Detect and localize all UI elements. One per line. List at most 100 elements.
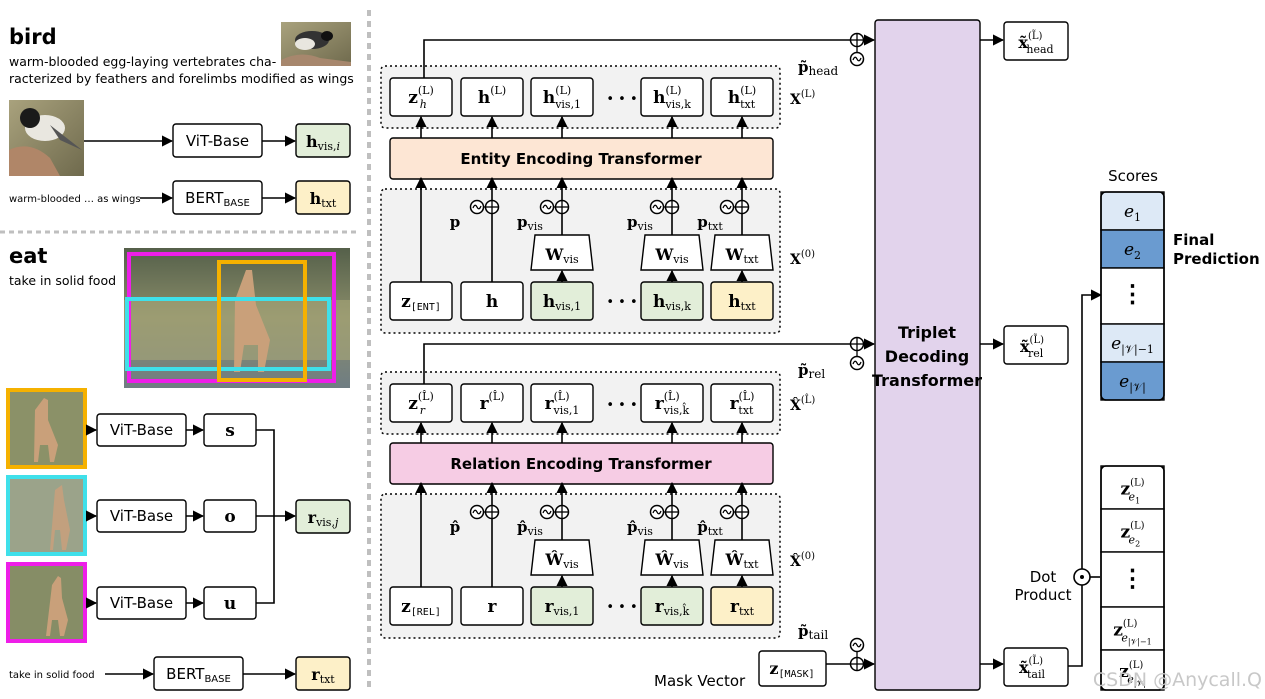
x-head-label: x̃(L̃)head [1018, 30, 1053, 56]
rel-pos-add-3: p̂txt [697, 504, 750, 538]
eat-word: eat [9, 244, 47, 268]
rel-z-token: z[REL] [389, 586, 453, 626]
bert-base-eat-label: BERTBASE [166, 665, 231, 685]
svg-text:rtxt: rtxt [730, 597, 755, 618]
rel-base-token: r [460, 586, 524, 626]
h-txt-L-token: h(L)txt [710, 77, 774, 117]
svg-text:Ŵvis: Ŵvis [654, 549, 689, 571]
bird-word: bird [9, 25, 57, 49]
z-mask-box [758, 650, 827, 687]
h-vis-k-L-token: h(L)vis,k [640, 77, 704, 117]
head-pos-adder: p̃head [798, 32, 865, 78]
giraffe-scene-image [124, 248, 350, 388]
vit-base-s-label: ViT-Base [110, 421, 173, 439]
score-cell-0: e1 [1100, 191, 1165, 231]
ent-base-token: h [460, 281, 524, 321]
rel-in-ellipsis: • • • [606, 600, 637, 615]
svg-text:r(L̂)vis,1: r(L̂)vis,1 [545, 390, 580, 417]
svg-text:hvis,k: hvis,k [653, 292, 691, 313]
svg-text:p̂: p̂ [450, 518, 461, 536]
r-txt-L-token: r(L̂)txt [710, 383, 774, 423]
h-vis-i-box [295, 123, 351, 158]
bird-thumbnail-small [281, 22, 351, 66]
r-vis-j-box [295, 499, 351, 534]
r-txt-label: rtxt [311, 665, 335, 686]
ent-pos-add-1: pvis [517, 199, 570, 233]
entity-embedding-cell-2: ⋮ [1100, 551, 1165, 608]
x-head-box [1003, 21, 1069, 61]
svg-text:z[ENT]: z[ENT] [401, 292, 441, 313]
svg-text:hvis,1: hvis,1 [543, 292, 581, 313]
x-rel-box [1003, 325, 1069, 365]
svg-text:h(L)vis,k: h(L)vis,k [653, 84, 691, 111]
entity-embedding-cell-0: z(L)e1 [1100, 465, 1165, 510]
svg-text:⋮: ⋮ [1121, 279, 1145, 308]
svg-text:Wvis: Wvis [544, 245, 579, 266]
triplet-label-2: Decoding [885, 347, 969, 366]
head-route [423, 34, 876, 78]
product-label: Product [1015, 586, 1072, 604]
svg-text:p̂vis: p̂vis [627, 518, 653, 538]
ent-pos-add-3: ptxt [697, 199, 750, 233]
rel-W-txt-2: Ŵtxt [710, 539, 774, 587]
vit-base-bird-label: ViT-Base [186, 132, 249, 150]
svg-text:p̃head: p̃head [798, 58, 838, 78]
giraffe-crop-u [6, 562, 87, 643]
x-hat-0-label: X̂(0) [790, 551, 815, 570]
svg-text:e|𝒱|−1: e|𝒱|−1 [1111, 334, 1154, 357]
u-label: u [224, 594, 236, 614]
ent-pos-add-0: p [450, 199, 500, 231]
svg-text:htxt: htxt [728, 292, 756, 313]
z-h-L-token: z(L)h [389, 77, 453, 117]
h-txt-label: htxt [310, 189, 337, 210]
rel-route [423, 338, 876, 384]
r-vis-k-L-token: r(L̂)vis,k̂ [640, 383, 704, 423]
svg-text:rvis,k̂: rvis,k̂ [655, 597, 690, 618]
x-tail-box [1003, 647, 1069, 687]
entity-encoding-transformer [389, 137, 774, 180]
score-cell-3: e|𝒱|−1 [1100, 323, 1165, 363]
r-vis-1-L-token: r(L̂)vis,1 [530, 383, 594, 423]
score-cell-4: e|𝒱| [1100, 361, 1165, 401]
h-txt-box [295, 180, 351, 215]
dot-to-scores [1081, 289, 1103, 569]
giraffe-crop-s [6, 388, 87, 469]
dot-product-dot [1080, 575, 1084, 579]
r-L-token: r(L̂) [460, 383, 524, 423]
rel-out-ellipsis: • • • [606, 398, 637, 413]
bird-desc-line2: racterized by feathers and forelimbs mod… [9, 71, 354, 86]
svg-text:rvis,1: rvis,1 [545, 597, 580, 618]
triplet-decoding-transformer [874, 19, 981, 691]
eat-desc: take in solid food [9, 273, 116, 288]
svg-text:r(L̂): r(L̂) [480, 390, 505, 414]
svg-text:Wvis: Wvis [654, 245, 689, 266]
ent-z-token: z[ENT] [389, 281, 453, 321]
right-panel: Triplet Decoding Transformer x̃(L̃)head … [872, 19, 1260, 691]
h-vis-i-label: hvis,i [306, 132, 340, 153]
svg-text:r: r [488, 597, 498, 617]
left-panel: bird warm-blooded egg-laying vertebrates… [0, 22, 358, 691]
vit-base-u-label: ViT-Base [110, 594, 173, 612]
ent-vis-1-token: hvis,1 [530, 281, 594, 321]
scores-label: Scores [1108, 167, 1158, 185]
bird-txt-short: warm-blooded … as wings [9, 194, 141, 205]
rel-pos-add-1: p̂vis [517, 504, 570, 538]
svg-text:p: p [450, 213, 461, 231]
watermark: CSDN @Anycall.Q [1093, 669, 1262, 691]
final-label: Final [1173, 231, 1214, 249]
svg-text:e1: e1 [1124, 202, 1141, 224]
bird-desc-line1: warm-blooded egg-laying vertebrates cha- [9, 54, 276, 69]
bird-image [9, 100, 84, 176]
svg-text:z(L)h: z(L)h [408, 84, 434, 111]
ent-txt-token: htxt [710, 281, 774, 321]
z-r-L-token: z(L̂)r [389, 383, 453, 423]
svg-text:⋮: ⋮ [1121, 564, 1145, 593]
svg-text:Ŵtxt: Ŵtxt [724, 549, 759, 571]
entity-embedding-cell-3: z(L)e|𝒱|−1 [1100, 606, 1165, 651]
svg-text:h: h [486, 292, 498, 312]
z-mask-label: z[MASK] [769, 659, 814, 680]
ent-W-vis-1: Wvis [640, 234, 704, 282]
svg-text:h(L): h(L) [478, 84, 506, 108]
